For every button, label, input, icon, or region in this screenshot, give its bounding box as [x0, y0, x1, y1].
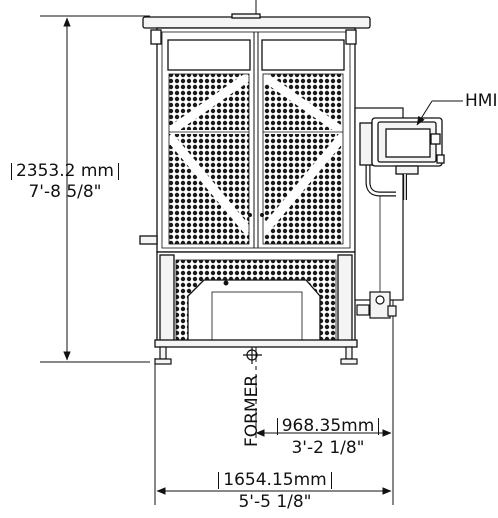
machine-feet [154, 346, 358, 365]
former-offset-label: 968.35mm 3'-2 1/8" [266, 418, 390, 458]
door-braces [165, 72, 347, 235]
height-dimension [40, 15, 150, 363]
machine-base [154, 251, 358, 348]
former-offset-metric: 968.35mm [276, 418, 380, 435]
width-metric: 1654.15mm [218, 472, 332, 489]
width-dimension [154, 298, 394, 505]
width-imperial: 5'-5 1/8" [238, 492, 312, 512]
hmi-panel [359, 117, 445, 200]
former-label: FORMER [242, 374, 262, 447]
door-brace-edges [168, 73, 344, 245]
height-imperial: 7'-8 5/8" [28, 182, 102, 202]
height-metric: 2353.2 mm [10, 163, 119, 180]
width-dimension-label: 1654.15mm 5'-5 1/8" [200, 472, 350, 512]
hmi-leader-line [416, 100, 463, 126]
hmi-label: HMI [465, 91, 498, 111]
centerline-symbol-icon [243, 346, 262, 364]
height-dimension-label: 2353.2 mm 7'-8 5/8" [0, 163, 130, 202]
former-offset-imperial: 3'-2 1/8" [291, 438, 365, 458]
